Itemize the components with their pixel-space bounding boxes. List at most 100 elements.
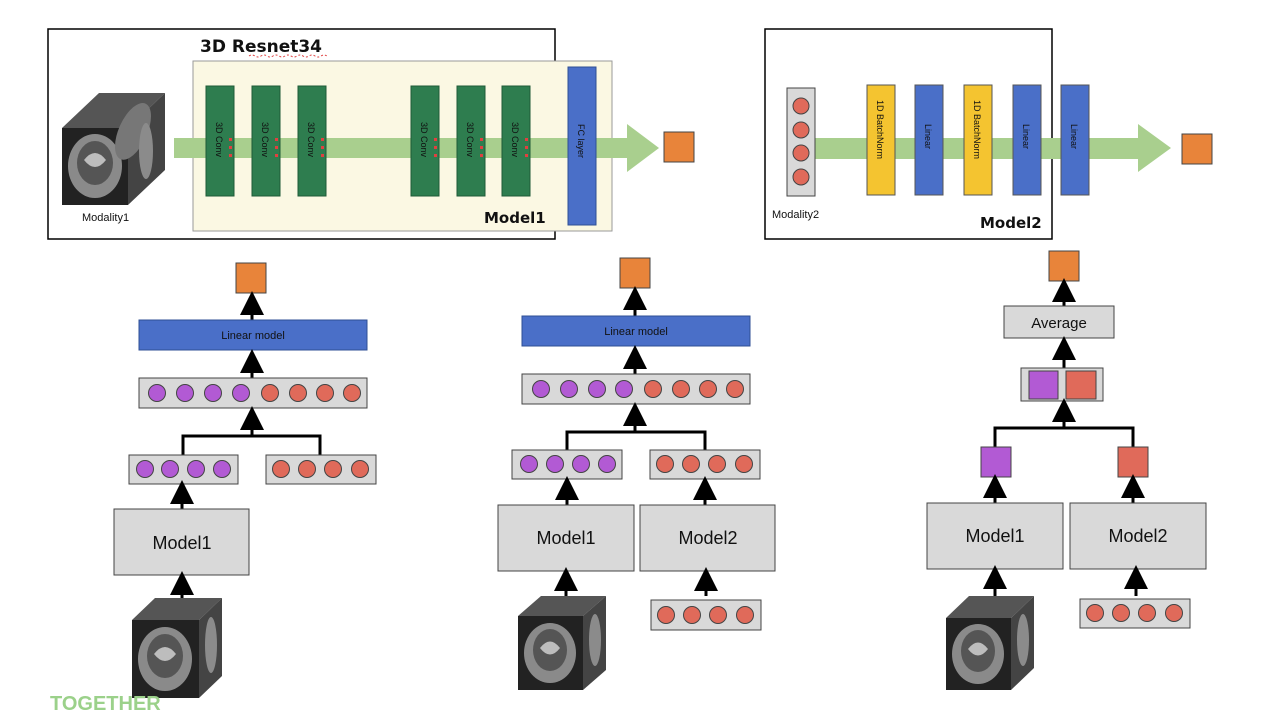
mri-cube-icon (62, 93, 165, 205)
fusion-left-linear-model (138, 319, 368, 351)
fusion-left-vector-nodes (136, 460, 369, 478)
layer-label: Linear (1021, 124, 1031, 149)
modality1-label: Modality1 (82, 212, 129, 224)
model2-output-square (1181, 133, 1213, 165)
purple-node (588, 380, 606, 398)
purple-node (213, 460, 231, 478)
purple-node (520, 455, 538, 473)
modality2-node (792, 168, 810, 186)
resnet-title-underline (248, 54, 328, 58)
conv-dot (434, 154, 437, 157)
conv-dot (321, 146, 324, 149)
red-node (726, 380, 744, 398)
red-node (1138, 604, 1156, 622)
red-node (708, 455, 726, 473)
fusion-middle-model2-label: Model2 (678, 528, 737, 548)
fusion-left-model1-box (113, 508, 250, 576)
layer-label: Linear (1069, 124, 1079, 149)
conv-dot (480, 138, 483, 141)
fusion-left-concat-nodes (148, 384, 361, 402)
red-node (735, 455, 753, 473)
red-node (316, 384, 334, 402)
footer-cut-text: TOGETHER (50, 693, 161, 710)
red-node (298, 460, 316, 478)
red-node (1112, 604, 1130, 622)
purple-node (148, 384, 166, 402)
conv-dot (321, 138, 324, 141)
fusion-right-model2-box (1069, 502, 1207, 570)
modality2-node (792, 97, 810, 115)
conv-dot (434, 138, 437, 141)
fusion-right: Average Model1 Model2 (926, 250, 1207, 690)
fusion-left-linear-label: Linear model (221, 330, 285, 342)
fusion-middle-model2-box (639, 504, 776, 572)
fusion-left-branch (181, 434, 322, 455)
red-node (683, 606, 701, 624)
conv-label: 3D Conv (214, 122, 224, 158)
purple-node (546, 455, 564, 473)
modality2-node (792, 144, 810, 162)
fusion-right-mri-cube-icon (946, 596, 1034, 690)
fusion-middle-concat-nodes (532, 380, 744, 398)
conv-dot (229, 138, 232, 141)
batchnorm-layer (866, 84, 896, 196)
layer-label: 1D BatchNorm (875, 100, 885, 159)
conv-dot (480, 146, 483, 149)
conv-label: 3D Conv (465, 122, 475, 158)
red-node (672, 380, 690, 398)
purple-node (176, 384, 194, 402)
purple-node (136, 460, 154, 478)
conv-dot (229, 146, 232, 149)
fc-layer-label: FC layer (576, 124, 586, 158)
fusion-middle-linear-model (521, 315, 751, 347)
flow-arrow-head (627, 124, 659, 172)
red-node (699, 380, 717, 398)
conv-dot (275, 138, 278, 141)
conv-label: 3D Conv (306, 122, 316, 158)
red-node (682, 455, 700, 473)
linear-layer (914, 84, 944, 196)
conv-dot (321, 154, 324, 157)
fusion-right-average-box (1003, 305, 1115, 339)
conv-dot (434, 146, 437, 149)
fusion-right-branch (993, 426, 1135, 447)
fusion-left: Linear model Model1 (113, 262, 377, 698)
conv-dot (525, 154, 528, 157)
fusion-middle-model1-label: Model1 (536, 528, 595, 548)
model1-label: Model1 (484, 209, 546, 227)
red-node (656, 455, 674, 473)
red-node (1165, 604, 1183, 622)
purple-node (615, 380, 633, 398)
fusion-right-model1-label: Model1 (965, 526, 1024, 546)
fusion-right-concat-purple (1028, 370, 1059, 400)
conv-dot (275, 146, 278, 149)
conv-dot (480, 154, 483, 157)
red-node (657, 606, 675, 624)
fusion-middle-branch (565, 430, 707, 451)
layer-label: 1D BatchNorm (972, 100, 982, 159)
linear-layer (1012, 84, 1042, 196)
flow-arrow-head-2 (1138, 124, 1171, 172)
conv-dot (275, 154, 278, 157)
linear-layer (1060, 84, 1090, 196)
fusion-middle-vector-nodes (520, 455, 753, 473)
flow-arrow-body (174, 138, 629, 158)
red-node (324, 460, 342, 478)
batchnorm-layer (963, 84, 993, 196)
purple-node (560, 380, 578, 398)
red-node (351, 460, 369, 478)
fusion-middle-mri-cube-icon (518, 596, 606, 690)
conv-label: 3D Conv (260, 122, 270, 158)
purple-node (572, 455, 590, 473)
red-node (736, 606, 754, 624)
resnet-title: 3D Resnet34 (200, 37, 322, 57)
model2-label: Model2 (980, 214, 1042, 232)
red-node (343, 384, 361, 402)
purple-node (161, 460, 179, 478)
fc-layer-block (567, 66, 597, 226)
fusion-left-model1-label: Model1 (152, 533, 211, 553)
fusion-right-average-label: Average (1031, 315, 1087, 332)
